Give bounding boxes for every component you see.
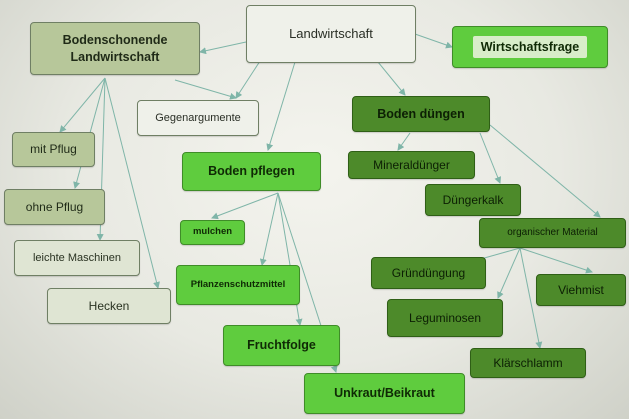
node-leichte-maschinen[interactable]: leichte Maschinen: [14, 240, 140, 276]
node-ohne-pflug[interactable]: ohne Pflug: [4, 189, 105, 225]
node-label: mulchen: [192, 226, 233, 238]
node-label: Unkraut/Beikraut: [334, 386, 435, 401]
node-label: organischer Material: [507, 227, 598, 239]
node-label: mit Pflug: [30, 142, 77, 157]
edge-landwirtschaft-boden-duengen: [377, 61, 406, 96]
edge-landwirtschaft-bodenschonende: [199, 41, 247, 55]
edge-boden-pflegen-fruchtfolge: [277, 192, 303, 326]
node-label: Pflanzenschutzmittel: [190, 278, 286, 290]
node-label: Hecken: [88, 298, 130, 313]
edge-landwirtschaft-wirtschaftsfrage: [414, 33, 453, 49]
edge-boden-pflegen-mulchen: [211, 192, 279, 220]
node-viehmist[interactable]: Viehmist: [536, 274, 626, 306]
edge-bodenschonende-gegenargumente: [174, 79, 237, 100]
node-mulchen[interactable]: mulchen: [180, 220, 245, 245]
edge-landwirtschaft-gegenargumente: [235, 57, 263, 99]
node-organischer-material[interactable]: organischer Material: [479, 218, 626, 248]
node-label: Viehmist: [558, 282, 604, 297]
node-label: Bodenschonende Landwirtschaft: [62, 32, 168, 64]
edge-organischer-leguminosen: [497, 247, 521, 299]
node-label: leichte Maschinen: [32, 251, 122, 264]
node-mit-pflug[interactable]: mit Pflug: [12, 132, 95, 167]
node-boden-pflegen[interactable]: Boden pflegen: [182, 152, 321, 191]
node-fruchtfolge[interactable]: Fruchtfolge: [223, 325, 340, 366]
node-label: Fruchtfolge: [247, 338, 316, 353]
node-mineralduenger[interactable]: Mineraldünger: [348, 151, 475, 179]
edge-bodenschonende-mit-pflug: [59, 77, 106, 133]
node-leguminosen[interactable]: Leguminosen: [387, 299, 503, 337]
node-gegenargumente[interactable]: Gegenargumente: [137, 100, 259, 136]
node-unkraut-beikraut[interactable]: Unkraut/Beikraut: [304, 373, 465, 414]
node-label: Klärschlamm: [493, 355, 563, 370]
edge-organischer-viehmist: [519, 247, 593, 274]
node-label: Boden pflegen: [208, 164, 295, 179]
node-klaerschlamm[interactable]: Klärschlamm: [470, 348, 586, 378]
node-wirtschaftsfrage[interactable]: Wirtschaftsfrage: [452, 26, 608, 68]
node-gruenduengung[interactable]: Gründüngung: [371, 257, 486, 289]
node-label: Gründüngung: [391, 265, 466, 280]
node-hecken[interactable]: Hecken: [47, 288, 171, 324]
node-label: ohne Pflug: [25, 199, 84, 214]
node-label: Wirtschaftsfrage: [472, 35, 588, 59]
node-label: Gegenargumente: [155, 111, 241, 124]
node-label: Leguminosen: [408, 310, 482, 325]
edge-boden-duengen-mineralduenger: [397, 132, 411, 151]
node-bodenschonende-landwirtschaft[interactable]: Bodenschonende Landwirtschaft: [30, 22, 200, 75]
node-label: Mineraldünger: [373, 157, 450, 172]
node-label: Düngerkalk: [442, 192, 504, 207]
edge-boden-duengen-duengerkalk: [479, 132, 502, 184]
node-label: Boden düngen: [377, 106, 465, 121]
node-label: Landwirtschaft: [289, 26, 373, 42]
node-boden-duengen[interactable]: Boden düngen: [352, 96, 490, 132]
edge-landwirtschaft-boden-pflegen: [266, 61, 296, 151]
node-pflanzenschutzmittel[interactable]: Pflanzenschutzmittel: [176, 265, 300, 305]
node-landwirtschaft[interactable]: Landwirtschaft: [246, 5, 416, 63]
edge-boden-pflegen-pflanzenschutzmittel: [259, 192, 279, 266]
node-duengerkalk[interactable]: Düngerkalk: [425, 184, 521, 216]
